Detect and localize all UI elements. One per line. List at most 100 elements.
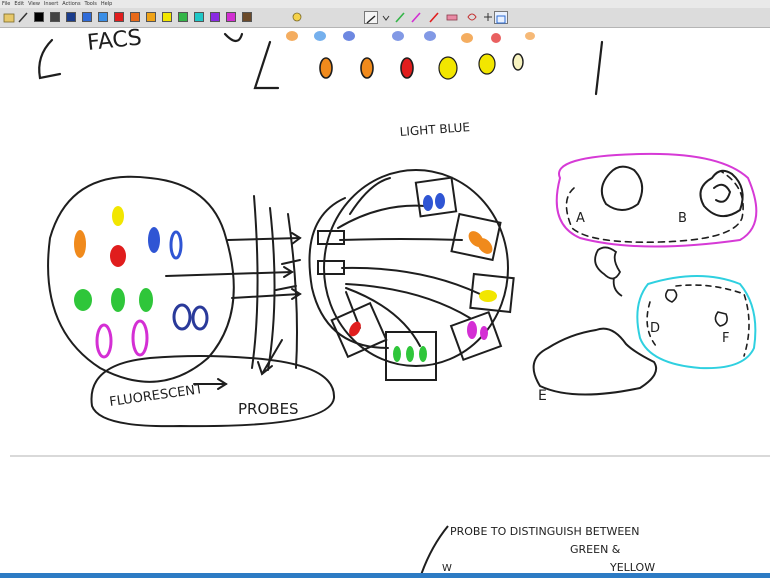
bin (449, 310, 503, 362)
bin (330, 301, 388, 359)
color-swatch[interactable] (194, 12, 204, 22)
arrow-head (283, 266, 294, 278)
note-line-2: GREEN & (570, 543, 621, 556)
dot (461, 33, 473, 43)
pen-pink-icon[interactable] (410, 11, 422, 24)
color-swatch[interactable] (98, 12, 108, 22)
eraser-icon[interactable] (446, 11, 458, 24)
facs-label: FACS (86, 28, 143, 56)
dot (438, 56, 458, 80)
color-swatch[interactable] (34, 12, 44, 22)
dot (478, 53, 496, 75)
detector-ring (308, 169, 509, 367)
dashed-boundary (565, 171, 744, 244)
color-swatch[interactable] (66, 12, 76, 22)
arrow (227, 237, 301, 241)
label-a: A (576, 211, 585, 226)
whiteboard-canvas[interactable]: FACS (0, 28, 770, 573)
arrow-head (291, 232, 302, 245)
color-swatch[interactable] (242, 12, 252, 22)
cell-green (74, 289, 92, 311)
bin-cell-green (406, 346, 414, 362)
color-swatch[interactable] (146, 12, 156, 22)
arrow-head (291, 288, 302, 300)
cluster-ab (555, 152, 758, 248)
pen-select-icon[interactable] (364, 11, 378, 24)
light-path (337, 204, 426, 229)
arrow (165, 271, 293, 277)
cell-navy (191, 305, 209, 331)
bin (385, 331, 437, 381)
arrow (231, 293, 301, 299)
insert-space-icon[interactable] (482, 11, 494, 24)
dot (491, 33, 501, 43)
color-swatch[interactable] (114, 12, 124, 22)
light-blue-label: LIGHT BLUE (399, 120, 470, 139)
shape-b (699, 169, 744, 217)
pen-tool-icon[interactable] (17, 11, 29, 24)
menu-help[interactable]: Help (100, 1, 113, 7)
note-line-3: YELLOW (609, 561, 655, 573)
shape-c (594, 246, 623, 297)
sample-oval (47, 175, 235, 383)
small-shape (664, 289, 678, 303)
bin-cell-green (419, 346, 427, 362)
cell-blue (148, 227, 160, 253)
pen-dropdown-icon[interactable] (380, 11, 392, 24)
color-swatch[interactable] (178, 12, 188, 22)
color-swatch[interactable] (82, 12, 92, 22)
cyan-circle (636, 275, 757, 370)
menu-view[interactable]: View (28, 1, 40, 7)
shape-a (600, 165, 644, 211)
toolbar (0, 8, 770, 28)
divider-stroke (594, 40, 604, 96)
color-swatch[interactable] (162, 12, 172, 22)
note-fragment: W (442, 563, 452, 573)
shape-e (532, 327, 658, 396)
arrow-head (217, 378, 228, 390)
bin (450, 212, 502, 262)
note-line-1: PROBE TO DISTINGUISH BETWEEN (450, 525, 639, 538)
menu-tools[interactable]: Tools (84, 1, 97, 7)
bin-cell-orange (477, 238, 493, 254)
color-swatch[interactable] (226, 12, 236, 22)
pen-red-icon[interactable] (428, 11, 440, 24)
flow-cell (251, 195, 301, 371)
highlighter-icon[interactable] (291, 11, 303, 24)
light-path (341, 266, 481, 295)
label-e: E (538, 388, 547, 404)
pen-green-icon[interactable] (394, 11, 406, 24)
open-icon[interactable] (3, 11, 15, 24)
cell-blue-2 (169, 230, 183, 260)
cell-green (139, 288, 153, 312)
bin (414, 176, 458, 218)
select-tool-icon[interactable] (494, 11, 508, 24)
color-swatch[interactable] (210, 12, 220, 22)
dot (424, 31, 436, 41)
dot (319, 57, 333, 79)
outer-ring (323, 169, 509, 367)
bracket-stroke (223, 32, 244, 43)
menu-edit[interactable]: Edit (14, 1, 25, 7)
dot (400, 57, 414, 79)
flow-line (267, 207, 276, 371)
light-path (345, 287, 421, 347)
lasso-icon[interactable] (466, 11, 478, 24)
dot (360, 57, 374, 79)
cluster-df (636, 275, 757, 370)
menu-file[interactable]: File (2, 1, 11, 7)
detector-box (317, 260, 345, 275)
bin-cell-yellow (479, 290, 497, 302)
detector-bins (330, 176, 515, 381)
color-swatch[interactable] (130, 12, 140, 22)
flow-arrows (165, 232, 302, 300)
menu-insert[interactable]: Insert (43, 1, 59, 7)
bracket-stroke-2 (253, 40, 280, 90)
bracket-stroke (420, 525, 449, 573)
magenta-circle (555, 152, 758, 248)
menu-actions[interactable]: Actions (62, 1, 81, 7)
bin-cell-blue (435, 193, 445, 209)
bin-cell-red (349, 321, 361, 337)
small-shape (714, 311, 728, 327)
color-swatch[interactable] (50, 12, 60, 22)
